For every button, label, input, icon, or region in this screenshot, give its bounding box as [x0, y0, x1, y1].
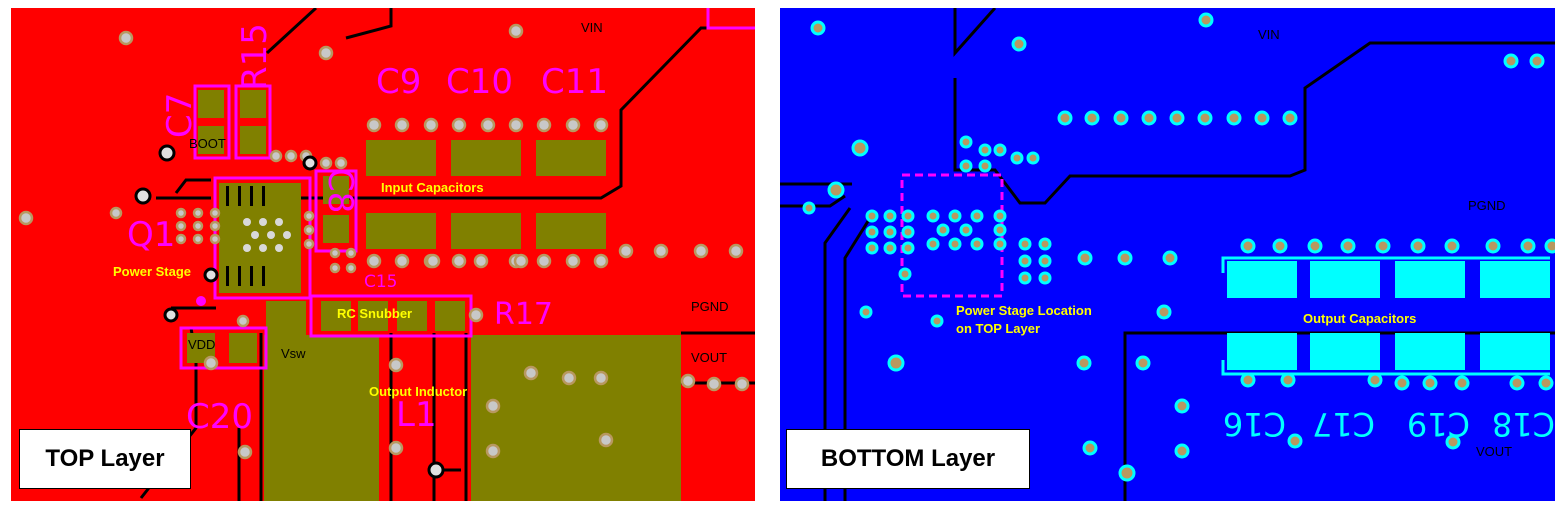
designator-q1: Q1	[127, 215, 175, 255]
designator-c7: C7	[160, 93, 200, 138]
bottom-designators: C16 C17 C19 C18	[1223, 405, 1555, 443]
annotation-power-stage-location: Power Stage Location	[956, 303, 1092, 318]
annotation-output-inductor: Output Inductor	[369, 384, 467, 399]
net-vout: VOUT	[691, 350, 727, 365]
annotation-input-capacitors: Input Capacitors	[381, 180, 484, 195]
net-pgnd-bottom: PGND	[1468, 198, 1506, 213]
designator-r15: R15	[235, 23, 275, 90]
top-annotations: Input Capacitors Power Stage RC Snubber …	[113, 180, 484, 399]
designator-c15: C15	[364, 272, 398, 292]
net-vin: VIN	[581, 20, 603, 35]
top-designators: R15 C7 C8 C9 C10 C11 Q1 C15 R17 C20 L1	[127, 23, 608, 437]
designator-c18-mirrored: C18	[1492, 405, 1555, 443]
q1-pins	[226, 186, 265, 286]
net-pgnd: PGND	[691, 299, 729, 314]
top-layer-board: R15 C7 C8 C9 C10 C11 Q1 C15 R17 C20 L1 V…	[18, 8, 755, 501]
top-net-labels: VIN BOOT PGND VDD Vsw VOUT	[188, 20, 729, 365]
bottom-pads	[1221, 256, 1550, 376]
top-layer-label: TOP Layer	[19, 429, 191, 489]
bottom-annotations: Power Stage Location on TOP Layer Output…	[956, 303, 1416, 336]
bottom-net-labels: VIN PGND VOUT	[1258, 27, 1512, 459]
annotation-output-capacitors: Output Capacitors	[1303, 311, 1416, 326]
designator-c10: C10	[446, 62, 513, 102]
designator-c20: C20	[186, 397, 253, 437]
designator-c9: C9	[376, 62, 421, 102]
net-boot: BOOT	[189, 136, 226, 151]
designator-c17-mirrored: C17	[1312, 405, 1375, 443]
annotation-on-top-layer: on TOP Layer	[956, 321, 1040, 336]
bottom-layer-panel: C16 C17 C19 C18 VIN PGND VOUT Power Stag…	[780, 8, 1555, 501]
annotation-rc-snubber: RC Snubber	[337, 306, 412, 321]
designator-c8: C8	[320, 168, 360, 213]
designator-l1: L1	[396, 395, 437, 435]
designator-c19-mirrored: C19	[1407, 405, 1470, 443]
top-vias	[18, 23, 750, 479]
annotation-power-stage: Power Stage	[113, 264, 191, 279]
net-vout-bottom: VOUT	[1476, 444, 1512, 459]
net-vsw: Vsw	[281, 346, 306, 361]
bottom-layer-label: BOTTOM Layer	[786, 429, 1030, 489]
designator-c11: C11	[541, 62, 608, 102]
bottom-vias	[802, 12, 1555, 482]
top-layer-panel: R15 C7 C8 C9 C10 C11 Q1 C15 R17 C20 L1 V…	[11, 8, 755, 501]
designator-c16-mirrored: C16	[1223, 405, 1286, 443]
power-stage-location-box	[900, 173, 1004, 298]
net-vin-bottom: VIN	[1258, 27, 1280, 42]
designator-r17: R17	[494, 297, 553, 332]
net-vdd: VDD	[188, 337, 215, 352]
bottom-layer-board: C16 C17 C19 C18 VIN PGND VOUT Power Stag…	[780, 8, 1555, 501]
top-pads	[187, 90, 681, 501]
